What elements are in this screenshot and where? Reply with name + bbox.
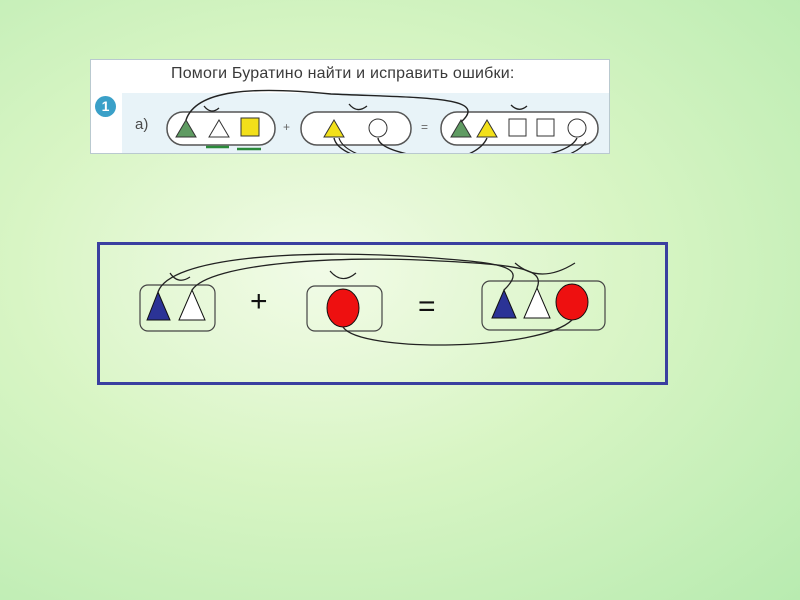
white-triangle-solution [178, 288, 206, 321]
arc-mark-3 [510, 104, 528, 110]
task-title: Помоги Буратино найти и исправить ошибки… [171, 65, 515, 82]
white-circle [368, 118, 388, 138]
solution-arc-1 [169, 272, 191, 281]
blue-triangle [146, 290, 171, 321]
solution-group-middle [306, 285, 383, 332]
solution-group-right [481, 280, 606, 331]
solution-arc-2 [329, 270, 357, 280]
green-triangle [175, 119, 197, 138]
red-circle-result [555, 283, 589, 321]
arc-mark-2 [348, 103, 368, 111]
solution-curve-top-1 [157, 253, 514, 293]
white-triangle-result [523, 286, 551, 319]
task-equals-sign: = [421, 120, 429, 134]
solution-curve-top-2 [191, 258, 539, 291]
connect-curve-bottom-1 [333, 137, 488, 153]
solution-frame: + = [97, 242, 668, 385]
blue-triangle-result [491, 288, 517, 319]
solution-illustration [139, 253, 606, 346]
connect-curve-top [185, 89, 469, 123]
task-number-badge: 1 [95, 96, 116, 117]
connect-curve-bottom-2 [377, 137, 578, 153]
yellow-triangle [323, 119, 345, 138]
white-square-2 [536, 118, 555, 137]
solution-equals-sign: = [418, 290, 436, 323]
green-triangle-2 [450, 119, 472, 138]
solution-arc-3 [514, 262, 576, 275]
group-oval-middle [300, 111, 412, 146]
white-circle-2 [567, 118, 587, 138]
item-label: а) [135, 116, 149, 133]
task-illustration [122, 89, 609, 153]
yellow-triangle-2 [476, 119, 498, 138]
textbook-task-card: Помоги Буратино найти и исправить ошибки… [90, 59, 610, 154]
solution-plus-sign: + [250, 285, 268, 318]
solution-curve-bottom [342, 319, 573, 346]
white-triangle [208, 119, 230, 138]
solution-group-left [139, 284, 216, 332]
task-plus-sign: + [283, 120, 291, 134]
white-square-1 [508, 118, 527, 137]
yellow-square [240, 117, 260, 137]
arc-mark-1 [203, 105, 220, 112]
connect-curve-bottom-3 [338, 137, 587, 153]
red-circle [326, 288, 360, 328]
